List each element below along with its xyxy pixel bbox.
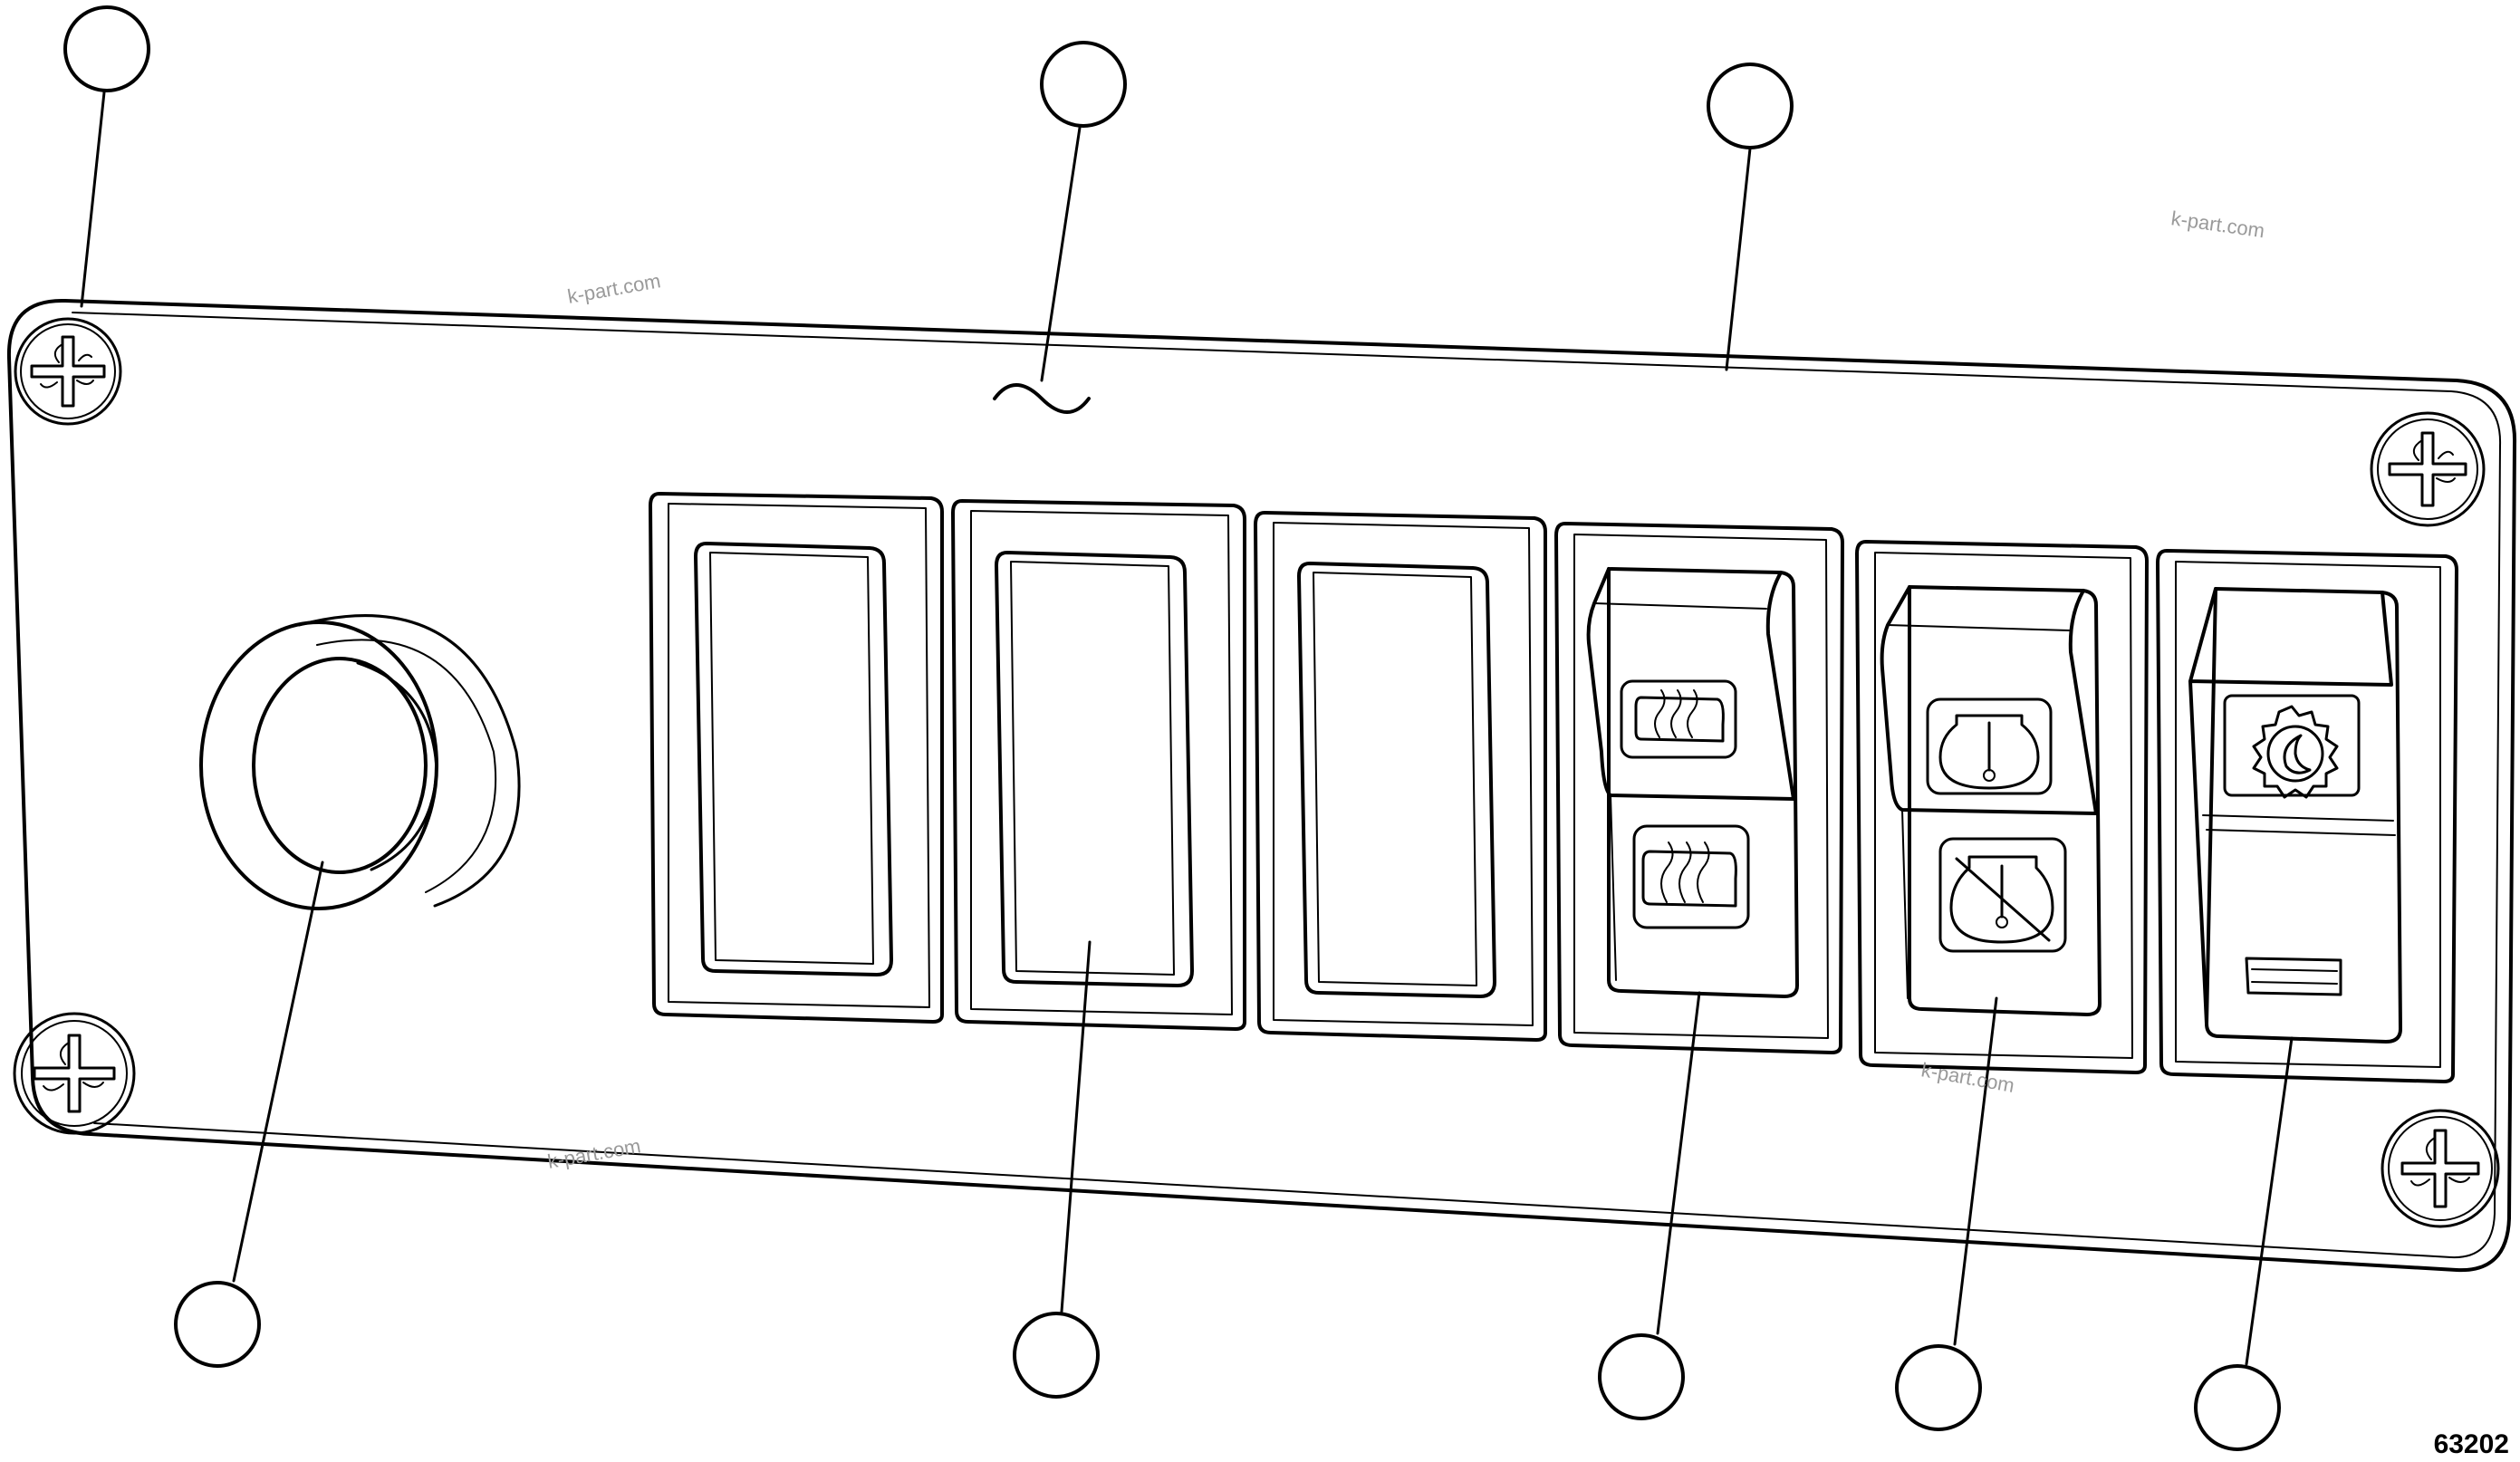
- callout-2: [1040, 41, 1127, 128]
- rear-defrost-icon: [1632, 824, 1750, 929]
- screw-top-left: [14, 317, 122, 426]
- rocker-switch-day-night[interactable]: [2156, 549, 2458, 1083]
- blank-switch-slot-3: [1254, 511, 1547, 1042]
- screw-bottom-right: [2381, 1109, 2500, 1228]
- callout-6: [1598, 1333, 1685, 1420]
- screw-bottom-left: [13, 1012, 136, 1135]
- callout-3: [1707, 63, 1794, 149]
- rocker-switch-coolant-temperature[interactable]: [1855, 540, 2149, 1074]
- callout-4: [174, 1281, 261, 1368]
- rear-defrost-icon: [1620, 679, 1737, 759]
- round-receptacle: [199, 614, 521, 910]
- screw-top-right: [2370, 411, 2486, 527]
- day-night-gear-icon: [2223, 694, 2361, 799]
- watermark: k-part.com: [2169, 207, 2265, 242]
- blank-switch-slot-2: [951, 499, 1246, 1031]
- figure-number: 63202: [2434, 1429, 2509, 1459]
- coolant-temperature-off-icon: [1938, 837, 2067, 953]
- watermark: k-part.com: [546, 1134, 643, 1173]
- callout-1: [63, 5, 150, 92]
- watermark: k-part.com: [1919, 1058, 2016, 1097]
- panel-plate: [6, 298, 2517, 1273]
- callout-8: [2194, 1364, 2281, 1451]
- break-symbol: [993, 383, 1091, 414]
- indicator-slot-icon: [2245, 957, 2342, 996]
- rocker-switch-rear-defrost[interactable]: [1554, 522, 1844, 1054]
- blank-switch-slot-1: [649, 492, 944, 1024]
- callout-5: [1013, 1312, 1100, 1399]
- watermark: k-part.com: [566, 269, 663, 308]
- coolant-temperature-icon: [1926, 697, 2053, 795]
- callout-7: [1895, 1344, 1982, 1431]
- callout-leaders: [80, 91, 2294, 1366]
